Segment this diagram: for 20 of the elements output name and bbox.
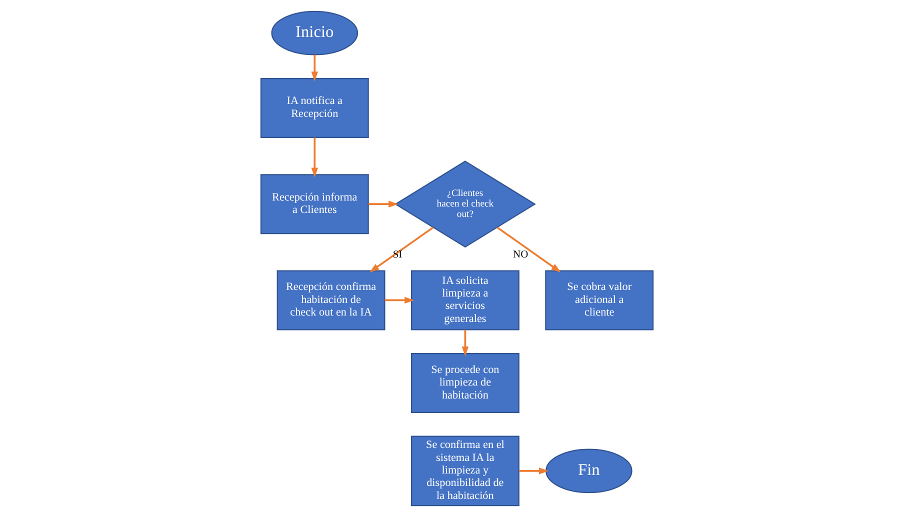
arrow (311, 54, 318, 82)
node-box: Recepción informa a Clientes (260, 174, 369, 234)
node-box: Se cobra valor adicional a cliente (545, 270, 654, 330)
arrow (462, 330, 469, 356)
node-ellipse: Inicio (271, 10, 358, 56)
edge-label: SI (392, 250, 402, 261)
arrow (370, 226, 434, 272)
arrow (368, 200, 398, 208)
arrow (496, 226, 561, 272)
node-box: IA notifica a Recepción (260, 78, 369, 138)
node-box: Se procede con limpieza de habitación (410, 352, 520, 413)
arrow (311, 138, 318, 178)
node-box: Se confirma en el sistema IA la limpieza y disponibilidad de la habitación (410, 436, 520, 506)
node-diamond: ¿Clientes hacen el check out? (394, 160, 536, 248)
node-ellipse: Fin (546, 448, 632, 494)
node-box: IA solicita limpieza a servicios generales (410, 270, 520, 330)
arrow (384, 296, 414, 304)
node-box: Recepción confirma habitación de check out en la IA (276, 270, 386, 330)
arrow (519, 468, 549, 474)
edge-label: NO (513, 250, 528, 261)
